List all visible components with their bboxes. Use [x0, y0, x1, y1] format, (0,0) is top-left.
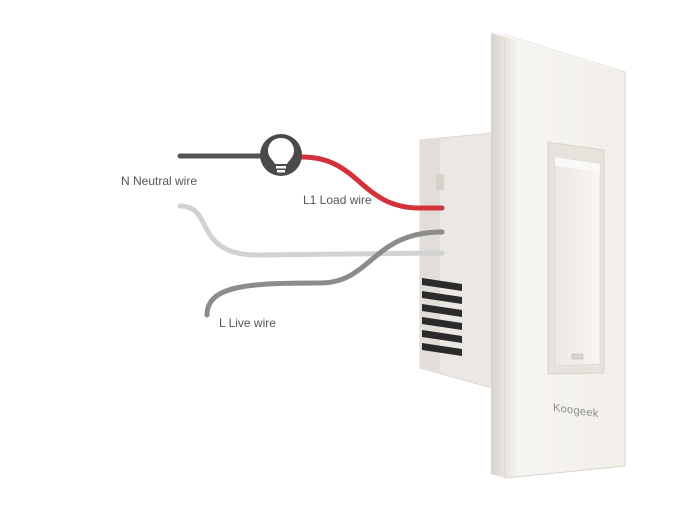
light-bulb-icon	[260, 134, 302, 176]
load-wire-label: L1 Load wire	[303, 193, 372, 207]
cooling-vents	[422, 278, 462, 356]
neutral-wire-label: N Neutral wire	[121, 174, 198, 188]
load-wire	[299, 154, 445, 211]
status-indicator	[571, 353, 584, 360]
live-wire-label: L Live wire	[219, 316, 276, 330]
rocker-switch[interactable]	[547, 141, 605, 375]
live-wire	[204, 229, 445, 318]
switch-back-body	[419, 132, 493, 389]
ground-wire	[177, 203, 445, 258]
